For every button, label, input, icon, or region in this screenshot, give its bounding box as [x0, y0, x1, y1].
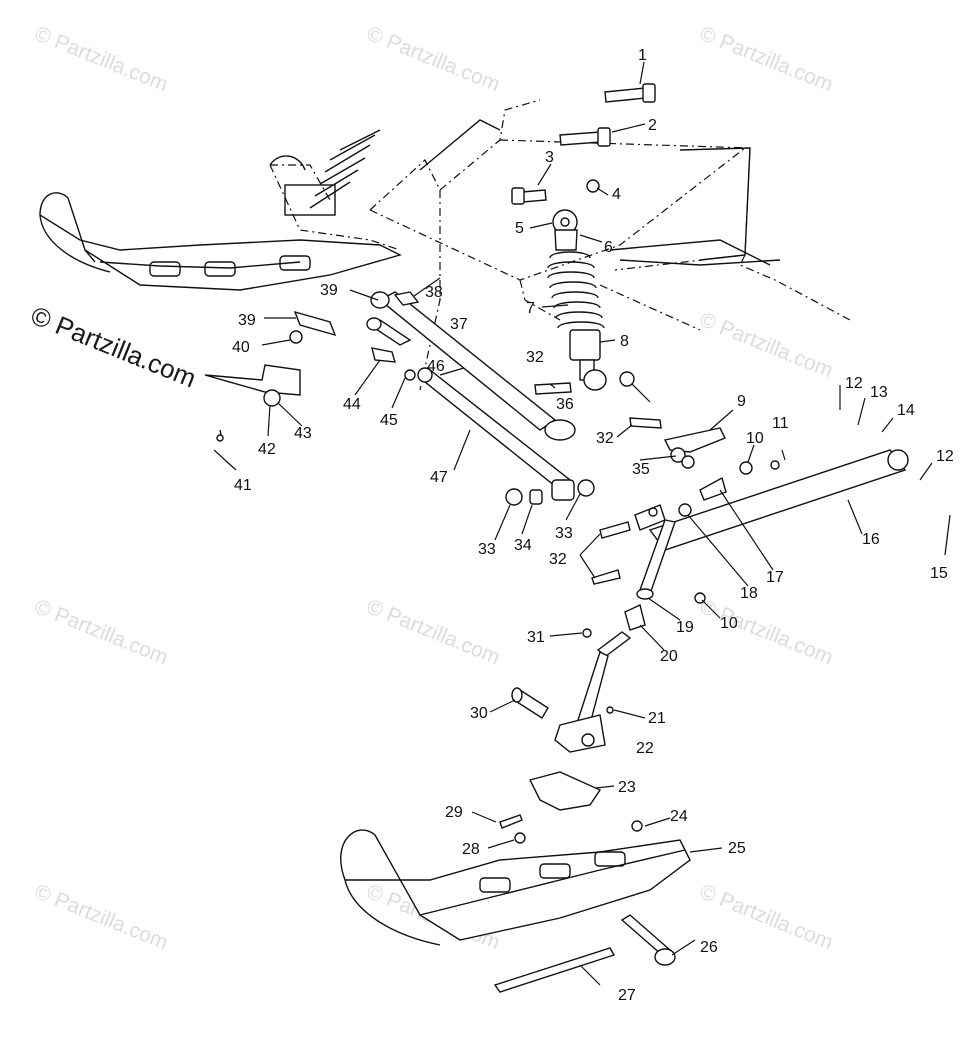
callout-1: 1 [638, 47, 647, 64]
callout-6: 6 [604, 239, 613, 256]
callout-20: 20 [660, 648, 678, 665]
front-shock [547, 209, 607, 391]
upper-a-arm [370, 291, 576, 441]
callout-31: 31 [527, 629, 545, 646]
callout-24: 24 [670, 808, 688, 825]
callout-3: 3 [545, 149, 554, 166]
callout-10: 10 [746, 430, 764, 447]
callout-5: 5 [515, 220, 524, 237]
callout-36: 36 [556, 396, 574, 413]
spindle-bolts [582, 521, 631, 638]
callout-17: 17 [766, 569, 784, 586]
callout-10-lower: 10 [720, 615, 738, 632]
frame-bracket [609, 147, 781, 266]
small-hardware [289, 310, 635, 506]
callout-33: 33 [478, 541, 496, 558]
callout-46: 46 [427, 358, 445, 375]
callout-25: 25 [728, 840, 746, 857]
callout-labels: 1 2 3 4 5 6 7 8 9 10 10 11 12 12 13 14 1… [232, 47, 954, 1004]
callout-18: 18 [740, 585, 758, 602]
callout-11: 11 [772, 415, 789, 432]
callout-19: 19 [676, 619, 694, 636]
callout-8: 8 [620, 333, 629, 350]
callout-39-left: 39 [238, 312, 256, 329]
steering-bracket [204, 364, 301, 442]
callout-9: 9 [737, 393, 746, 410]
callout-37: 37 [450, 316, 468, 333]
callout-14: 14 [897, 402, 915, 419]
callout-43: 43 [294, 425, 312, 442]
callout-35: 35 [632, 461, 650, 478]
callout-42: 42 [258, 441, 276, 458]
callout-30: 30 [470, 705, 488, 722]
callout-4: 4 [612, 186, 621, 203]
callout-12-right: 12 [936, 448, 954, 465]
steering-arm [629, 417, 780, 475]
callout-44: 44 [343, 396, 361, 413]
callout-2: 2 [648, 117, 657, 134]
callout-26: 26 [700, 939, 718, 956]
callout-39: 39 [320, 282, 338, 299]
callout-41: 41 [234, 477, 252, 494]
callout-34: 34 [514, 537, 532, 554]
bolts-upper [511, 83, 656, 205]
callout-29: 29 [445, 804, 463, 821]
callout-27: 27 [618, 987, 636, 1004]
callout-32: 32 [526, 349, 544, 366]
callout-45: 45 [380, 412, 398, 429]
callout-28: 28 [462, 841, 480, 858]
callout-21: 21 [648, 710, 666, 727]
rear-shock-background [269, 119, 501, 216]
callout-38: 38 [425, 284, 443, 301]
spindle [624, 504, 706, 631]
callout-23: 23 [618, 779, 636, 796]
callout-33-right: 33 [555, 525, 573, 542]
callout-32-lower: 32 [549, 551, 567, 568]
callout-15: 15 [930, 565, 948, 582]
leader-lines [213, 61, 951, 986]
callout-16: 16 [862, 531, 880, 548]
lower-a-arm [366, 317, 575, 501]
callout-40: 40 [232, 339, 250, 356]
callout-47: 47 [430, 469, 448, 486]
callout-13: 13 [870, 384, 888, 401]
rear-ski-background [39, 192, 402, 291]
callout-22: 22 [636, 740, 654, 757]
callout-12: 12 [845, 375, 863, 392]
callout-7: 7 [526, 300, 535, 317]
front-ski [340, 771, 691, 993]
callout-32-mid: 32 [596, 430, 614, 447]
lower-spindle [511, 631, 632, 753]
